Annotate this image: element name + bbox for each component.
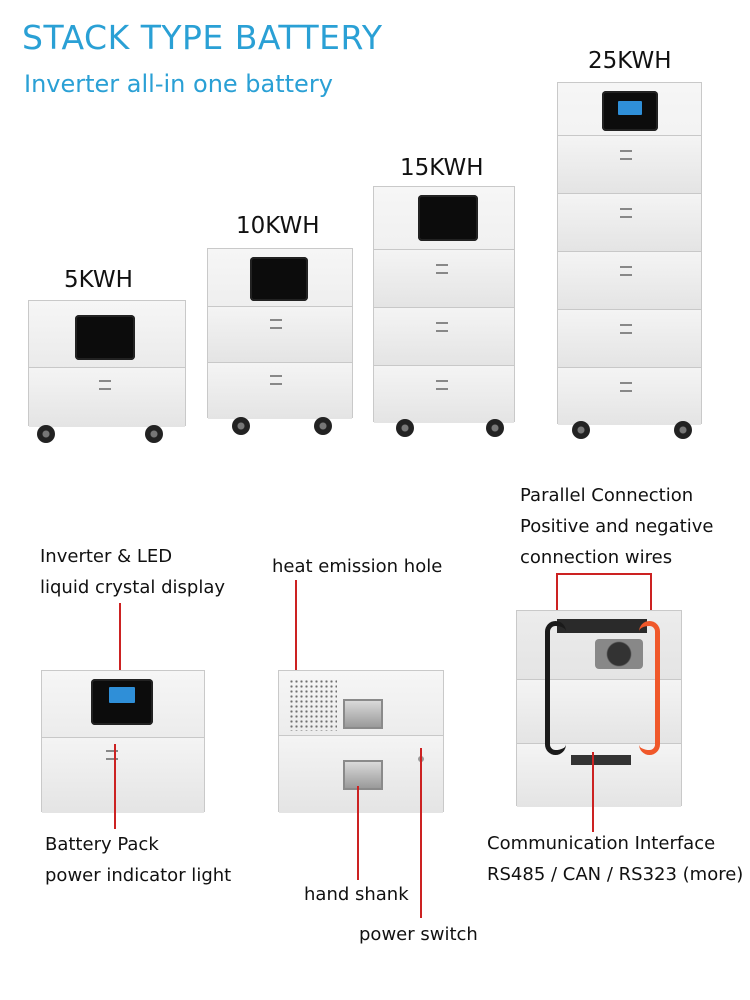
battery-module: [279, 735, 443, 813]
callout-parallel-line2: Positive and negative: [520, 516, 714, 537]
brand-logo-icon: [99, 380, 111, 390]
power-indicator-icon: [106, 750, 118, 760]
brand-logo-icon: [620, 324, 632, 334]
callout-pack-line2: power indicator light: [45, 865, 232, 886]
callout-line: [114, 744, 116, 829]
callout-line: [556, 573, 652, 575]
inverter-screen: [250, 257, 308, 301]
callout-line: [592, 752, 594, 832]
heat-vent-icon: [289, 679, 337, 731]
brand-logo-icon: [436, 264, 448, 274]
capacity-label-10kwh: 10KWH: [236, 213, 320, 239]
wheel-icon: [232, 417, 250, 435]
inverter-screen: [418, 195, 478, 241]
battery-module: [558, 193, 701, 251]
brand-logo-icon: [620, 382, 632, 392]
battery-module: [517, 743, 681, 807]
battery-module: [558, 251, 701, 309]
callout-switch: power switch: [359, 924, 478, 945]
battery-module: [558, 309, 701, 367]
rear-view-detail: [516, 610, 682, 807]
callout-parallel-line1: Parallel Connection: [520, 485, 694, 506]
callout-line: [119, 603, 121, 683]
battery-module: [374, 365, 514, 423]
wheel-icon: [674, 421, 692, 439]
battery-5kwh: [28, 300, 186, 443]
brand-logo-icon: [620, 208, 632, 218]
capacity-label-5kwh: 5KWH: [64, 267, 133, 293]
brand-logo-icon: [436, 380, 448, 390]
wheel-icon: [314, 417, 332, 435]
battery-module: [208, 306, 352, 362]
capacity-label-25kwh: 25KWH: [588, 48, 672, 74]
hand-shank-icon: [343, 699, 383, 729]
callout-line: [295, 580, 297, 672]
negative-cable-icon: [545, 621, 566, 755]
battery-module: [558, 367, 701, 425]
brand-logo-icon: [620, 266, 632, 276]
battery-module: [374, 307, 514, 365]
lcd-display: [618, 101, 642, 115]
callout-hand: hand shank: [304, 884, 409, 905]
callout-line: [556, 573, 558, 613]
wheel-icon: [145, 425, 163, 443]
callout-parallel-line3: connection wires: [520, 547, 673, 568]
callout-comm-line1: Communication Interface: [487, 833, 716, 854]
battery-25kwh: [557, 82, 702, 439]
callout-inverter-line1: Inverter & LED: [40, 546, 173, 567]
battery-module: [558, 135, 701, 193]
callout-comm-line2: RS485 / CAN / RS323 (more): [487, 864, 744, 885]
lcd-display: [109, 687, 135, 703]
terminal-block-icon: [557, 619, 647, 633]
callout-line: [650, 573, 652, 613]
callout-line: [420, 748, 422, 918]
page-subtitle: Inverter all-in one battery: [24, 70, 333, 98]
page-title: STACK TYPE BATTERY: [22, 18, 383, 57]
side-view-detail: [278, 670, 444, 813]
battery-15kwh: [373, 186, 515, 437]
wheel-icon: [37, 425, 55, 443]
inverter-screen: [75, 315, 135, 360]
callout-inverter-line2: liquid crystal display: [40, 577, 226, 598]
brand-logo-icon: [620, 150, 632, 160]
wheel-icon: [572, 421, 590, 439]
positive-cable-icon: [639, 621, 660, 755]
hand-shank-icon: [343, 760, 383, 790]
battery-module: [42, 737, 204, 813]
inverter-screen: [602, 91, 658, 131]
brand-logo-icon: [270, 375, 282, 385]
fan-icon: [595, 639, 643, 669]
callout-heat: heat emission hole: [272, 556, 443, 577]
battery-module: [517, 679, 681, 743]
inverter-screen: [91, 679, 153, 725]
callout-line: [357, 786, 359, 880]
battery-10kwh: [207, 248, 353, 435]
capacity-label-15kwh: 15KWH: [400, 155, 484, 181]
battery-module: [29, 367, 185, 427]
brand-logo-icon: [436, 322, 448, 332]
wheel-icon: [486, 419, 504, 437]
callout-pack-line1: Battery Pack: [45, 834, 159, 855]
battery-module: [208, 362, 352, 419]
wheel-icon: [396, 419, 414, 437]
inverter-battery-detail: [41, 670, 205, 813]
brand-logo-icon: [270, 319, 282, 329]
communication-port-icon: [571, 755, 631, 765]
battery-module: [374, 249, 514, 307]
